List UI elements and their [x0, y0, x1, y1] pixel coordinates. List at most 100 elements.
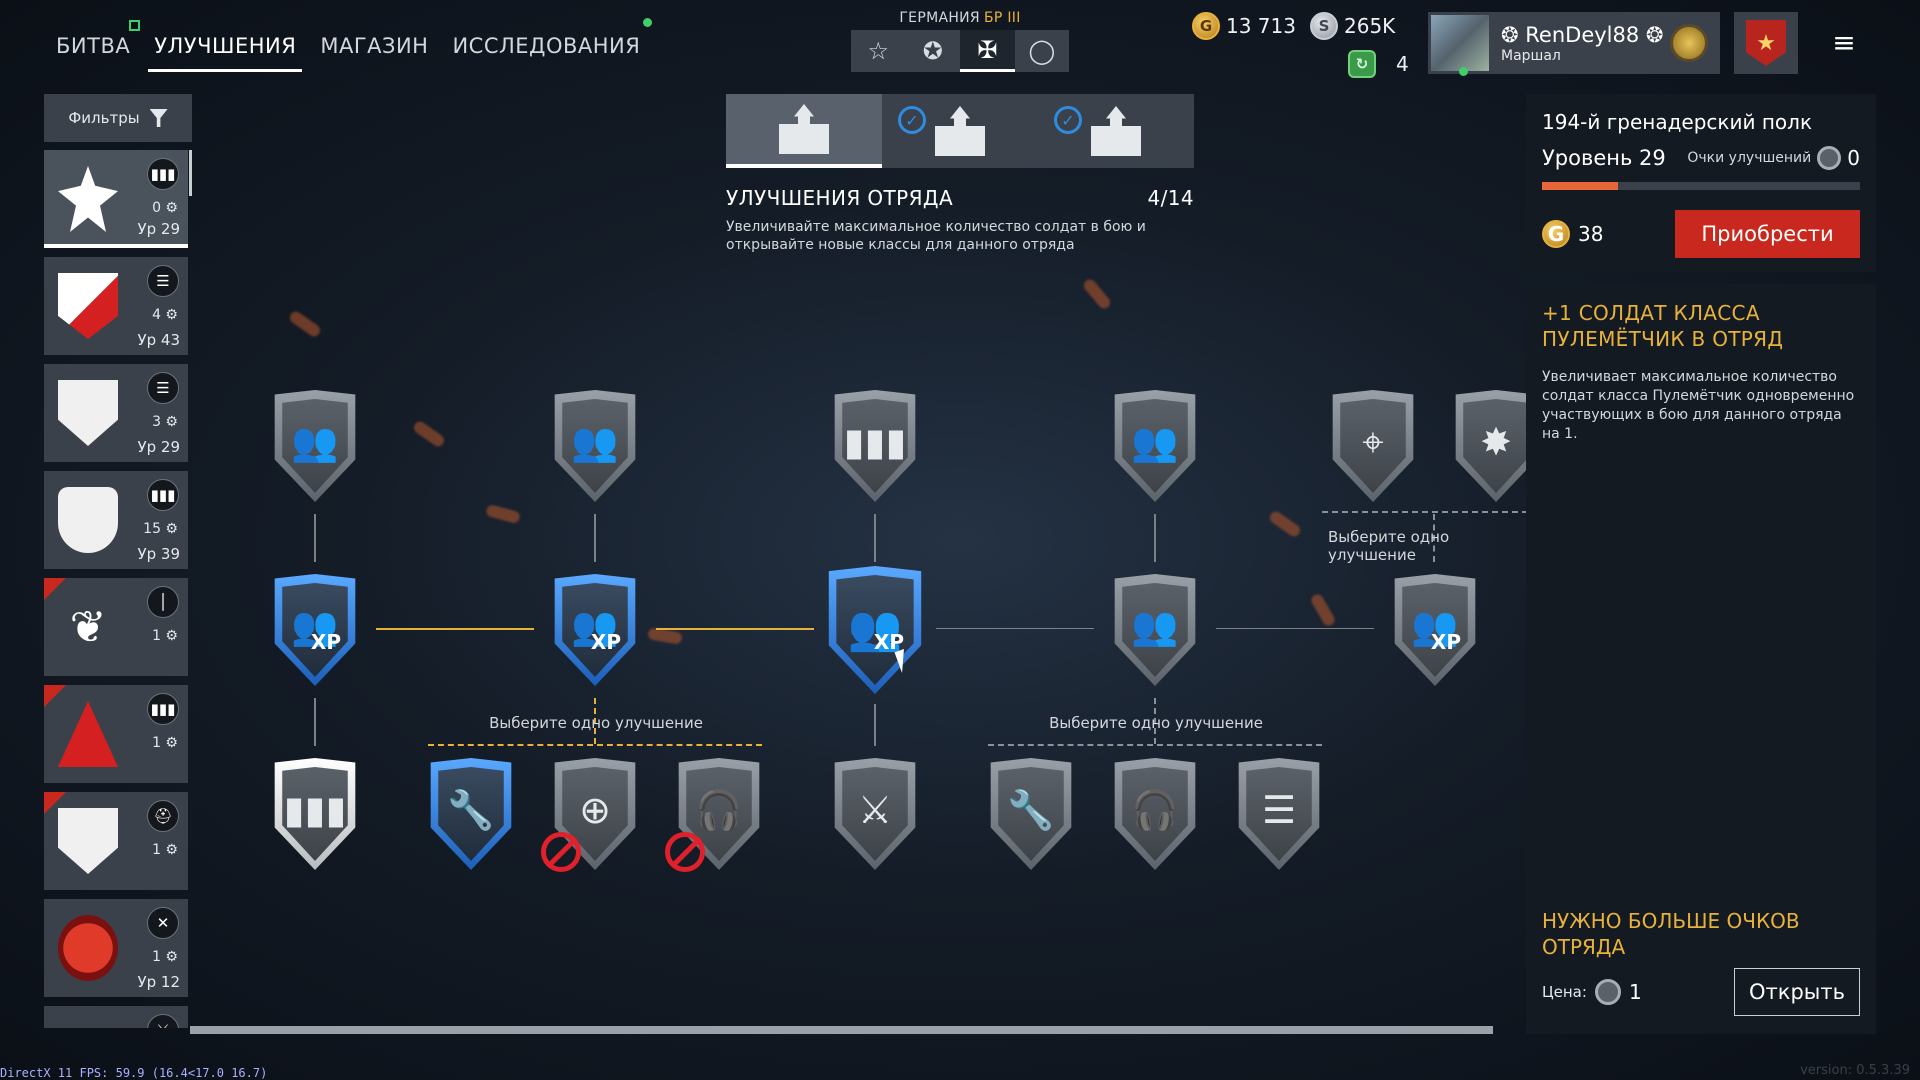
squad-points: 1 ⚙	[152, 735, 178, 751]
upgrade-node-crosshair[interactable]: ⌖	[1325, 390, 1421, 502]
squad-card[interactable]: ▮▮▮ 0 ⚙ Ур 29	[44, 150, 188, 248]
upgrade-node-squad-size[interactable]: 👥	[547, 390, 643, 502]
buy-button[interactable]: Приобрести	[1675, 210, 1860, 258]
upgrade-node-xp[interactable]: 👥XP	[1387, 574, 1483, 686]
headphones-icon: 🎧	[695, 788, 743, 832]
tree-scrollbar[interactable]	[190, 1026, 1493, 1034]
level-progress-bar	[1542, 182, 1860, 190]
upgrade-node-repair[interactable]: 🔧	[983, 758, 1079, 870]
squad-card[interactable]: ❦ │ 1 ⚙	[44, 578, 188, 676]
ticket-balance[interactable]: ↻4	[1348, 50, 1409, 78]
upgrade-node-radio[interactable]: 🎧	[665, 758, 767, 872]
filters-label: Фильтры	[68, 109, 140, 127]
triangle-emblem-icon	[58, 701, 118, 767]
tab-shop[interactable]: МАГАЗИН	[308, 28, 440, 72]
soldier-upgrade-icon	[935, 106, 985, 156]
squad-points: 3 ⚙	[152, 414, 178, 430]
tab-research[interactable]: ИССЛЕДОВАНИЯ	[440, 18, 653, 72]
upgrade-node-xp[interactable]: 👥XP	[267, 574, 363, 686]
main-nav: БИТВА УЛУЧШЕНИЯ МАГАЗИН ИССЛЕДОВАНИЯ	[44, 18, 653, 72]
squad-card[interactable]: ⚔	[44, 1006, 188, 1028]
upgrade-node-repair[interactable]: 🔧	[423, 758, 519, 870]
tree-connector-active	[428, 744, 762, 746]
squad-summary-panel: 194-й гренадерский полк Уровень 29 Очки …	[1526, 94, 1876, 272]
tab-weapon-upgrades[interactable]: ✓	[1038, 94, 1194, 168]
tab-squad-upgrades[interactable]	[726, 94, 882, 168]
ammo-icon: ▮▮▮	[147, 479, 179, 511]
tab-upgrades[interactable]: УЛУЧШЕНИЯ	[142, 28, 308, 72]
open-button[interactable]: Открыть	[1734, 968, 1860, 1016]
iron-cross-icon[interactable]: ✠	[960, 30, 1015, 72]
xp-icon: XP	[310, 630, 341, 654]
gold-coin-icon: G	[1192, 12, 1220, 40]
avatar	[1431, 15, 1489, 76]
tab-soldier-upgrades[interactable]: ✓	[882, 94, 1038, 168]
squad-card[interactable]: ⛑ 1 ⚙	[44, 792, 188, 890]
soldiers-icon: 👥	[291, 420, 339, 464]
hamburger-menu-icon[interactable]: ≡	[1832, 26, 1856, 59]
profile-names: ❂ RenDeyl88 ❂ Маршал	[1501, 23, 1670, 64]
ember-decoration	[1081, 277, 1113, 311]
upgrade-node-machine-gunner[interactable]: ⚔	[827, 758, 923, 870]
upgrade-node-squad-size[interactable]: 👥	[1107, 390, 1203, 502]
upgrade-node-explosion[interactable]: ✸	[1448, 390, 1526, 502]
upgrades-header: УЛУЧШЕНИЯ ОТРЯДА 4/14	[726, 186, 1194, 210]
upgrade-price: Цена:1	[1542, 979, 1642, 1005]
squad-card[interactable]: ✕ 1 ⚙ Ур 12	[44, 899, 188, 997]
squad-list-scrollbar[interactable]	[189, 150, 192, 196]
soldiers-icon: 👥	[1131, 420, 1179, 464]
star-outline-icon[interactable]: ☆	[867, 37, 889, 65]
squad-points: 4 ⚙	[152, 307, 178, 323]
upgrade-node-medic[interactable]: ⊕	[541, 758, 643, 872]
filters-button[interactable]: Фильтры	[44, 94, 192, 142]
upgrade-info-panel: +1 СОЛДАТ КЛАССА ПУЛЕМЁТЧИК В ОТРЯД Увел…	[1526, 284, 1876, 1034]
tree-connector	[314, 698, 316, 746]
squad-card[interactable]: ☰ 4 ⚙ Ур 43	[44, 257, 188, 355]
upgrade-node-xp[interactable]: 👥XP	[547, 574, 643, 686]
upgrade-node-squad-size[interactable]: 👥	[1107, 574, 1203, 686]
wrench-icon: 🔧	[447, 788, 495, 832]
upgrade-node-xp-selected[interactable]: 👥XP	[820, 566, 930, 694]
gold-price-value: 38	[1578, 222, 1604, 246]
squad-level: Уровень 29	[1542, 146, 1666, 170]
tree-connector	[1322, 511, 1528, 513]
profile-card[interactable]: ❂ RenDeyl88 ❂ Маршал	[1428, 12, 1720, 76]
tab-research-label: ИССЛЕДОВАНИЯ	[452, 34, 641, 58]
ammo-icon: ▮▮▮	[283, 788, 347, 832]
circle-icon[interactable]: ◯	[1028, 37, 1056, 65]
tree-scrollbar-thumb[interactable]	[190, 1026, 1493, 1034]
crossed-swords-icon: ✕	[147, 907, 179, 939]
soldiers-xp-icon: 👥	[291, 604, 339, 648]
squad-card[interactable]: ▮▮▮ 15 ⚙ Ур 39	[44, 471, 188, 569]
squad-card[interactable]: ☰ 3 ⚙ Ур 29	[44, 364, 188, 462]
soldiers-icon: 👥	[571, 420, 619, 464]
squad-level: Ур 29	[137, 220, 180, 238]
squad-card[interactable]: ▮▮▮ 1 ⚙	[44, 685, 188, 783]
star-circle-icon[interactable]: ✪	[922, 37, 943, 65]
price-label: Цена:	[1542, 983, 1587, 1001]
upgrade-node-list[interactable]: ☰	[1231, 758, 1327, 870]
upgrade-node-radio[interactable]: 🎧	[1107, 758, 1203, 870]
squad-emblem-icon	[58, 487, 118, 553]
squad-points: 0 ⚙	[152, 200, 178, 216]
upgrade-node-ammo[interactable]: ▮▮▮	[827, 390, 923, 502]
choose-one-label: Выберите одно улучшение	[1049, 714, 1263, 732]
tab-battle[interactable]: БИТВА	[44, 20, 142, 72]
knife-icon: │	[147, 586, 179, 618]
list-icon: ☰	[1261, 788, 1297, 832]
upgrade-points-value: 0	[1847, 146, 1860, 170]
rank-badge[interactable]: ★	[1734, 12, 1798, 74]
upgrade-node-squad-size[interactable]: 👥	[267, 390, 363, 502]
upgrade-point-icon	[1594, 979, 1621, 1005]
squad-points: 15 ⚙	[143, 521, 178, 537]
squad-points: 1 ⚙	[152, 949, 178, 965]
upgrade-node-ammo[interactable]: ▮▮▮	[267, 758, 363, 870]
tree-connector	[314, 514, 316, 562]
ammo-icon: ▮▮▮	[147, 158, 179, 190]
tree-connector	[988, 744, 1322, 746]
